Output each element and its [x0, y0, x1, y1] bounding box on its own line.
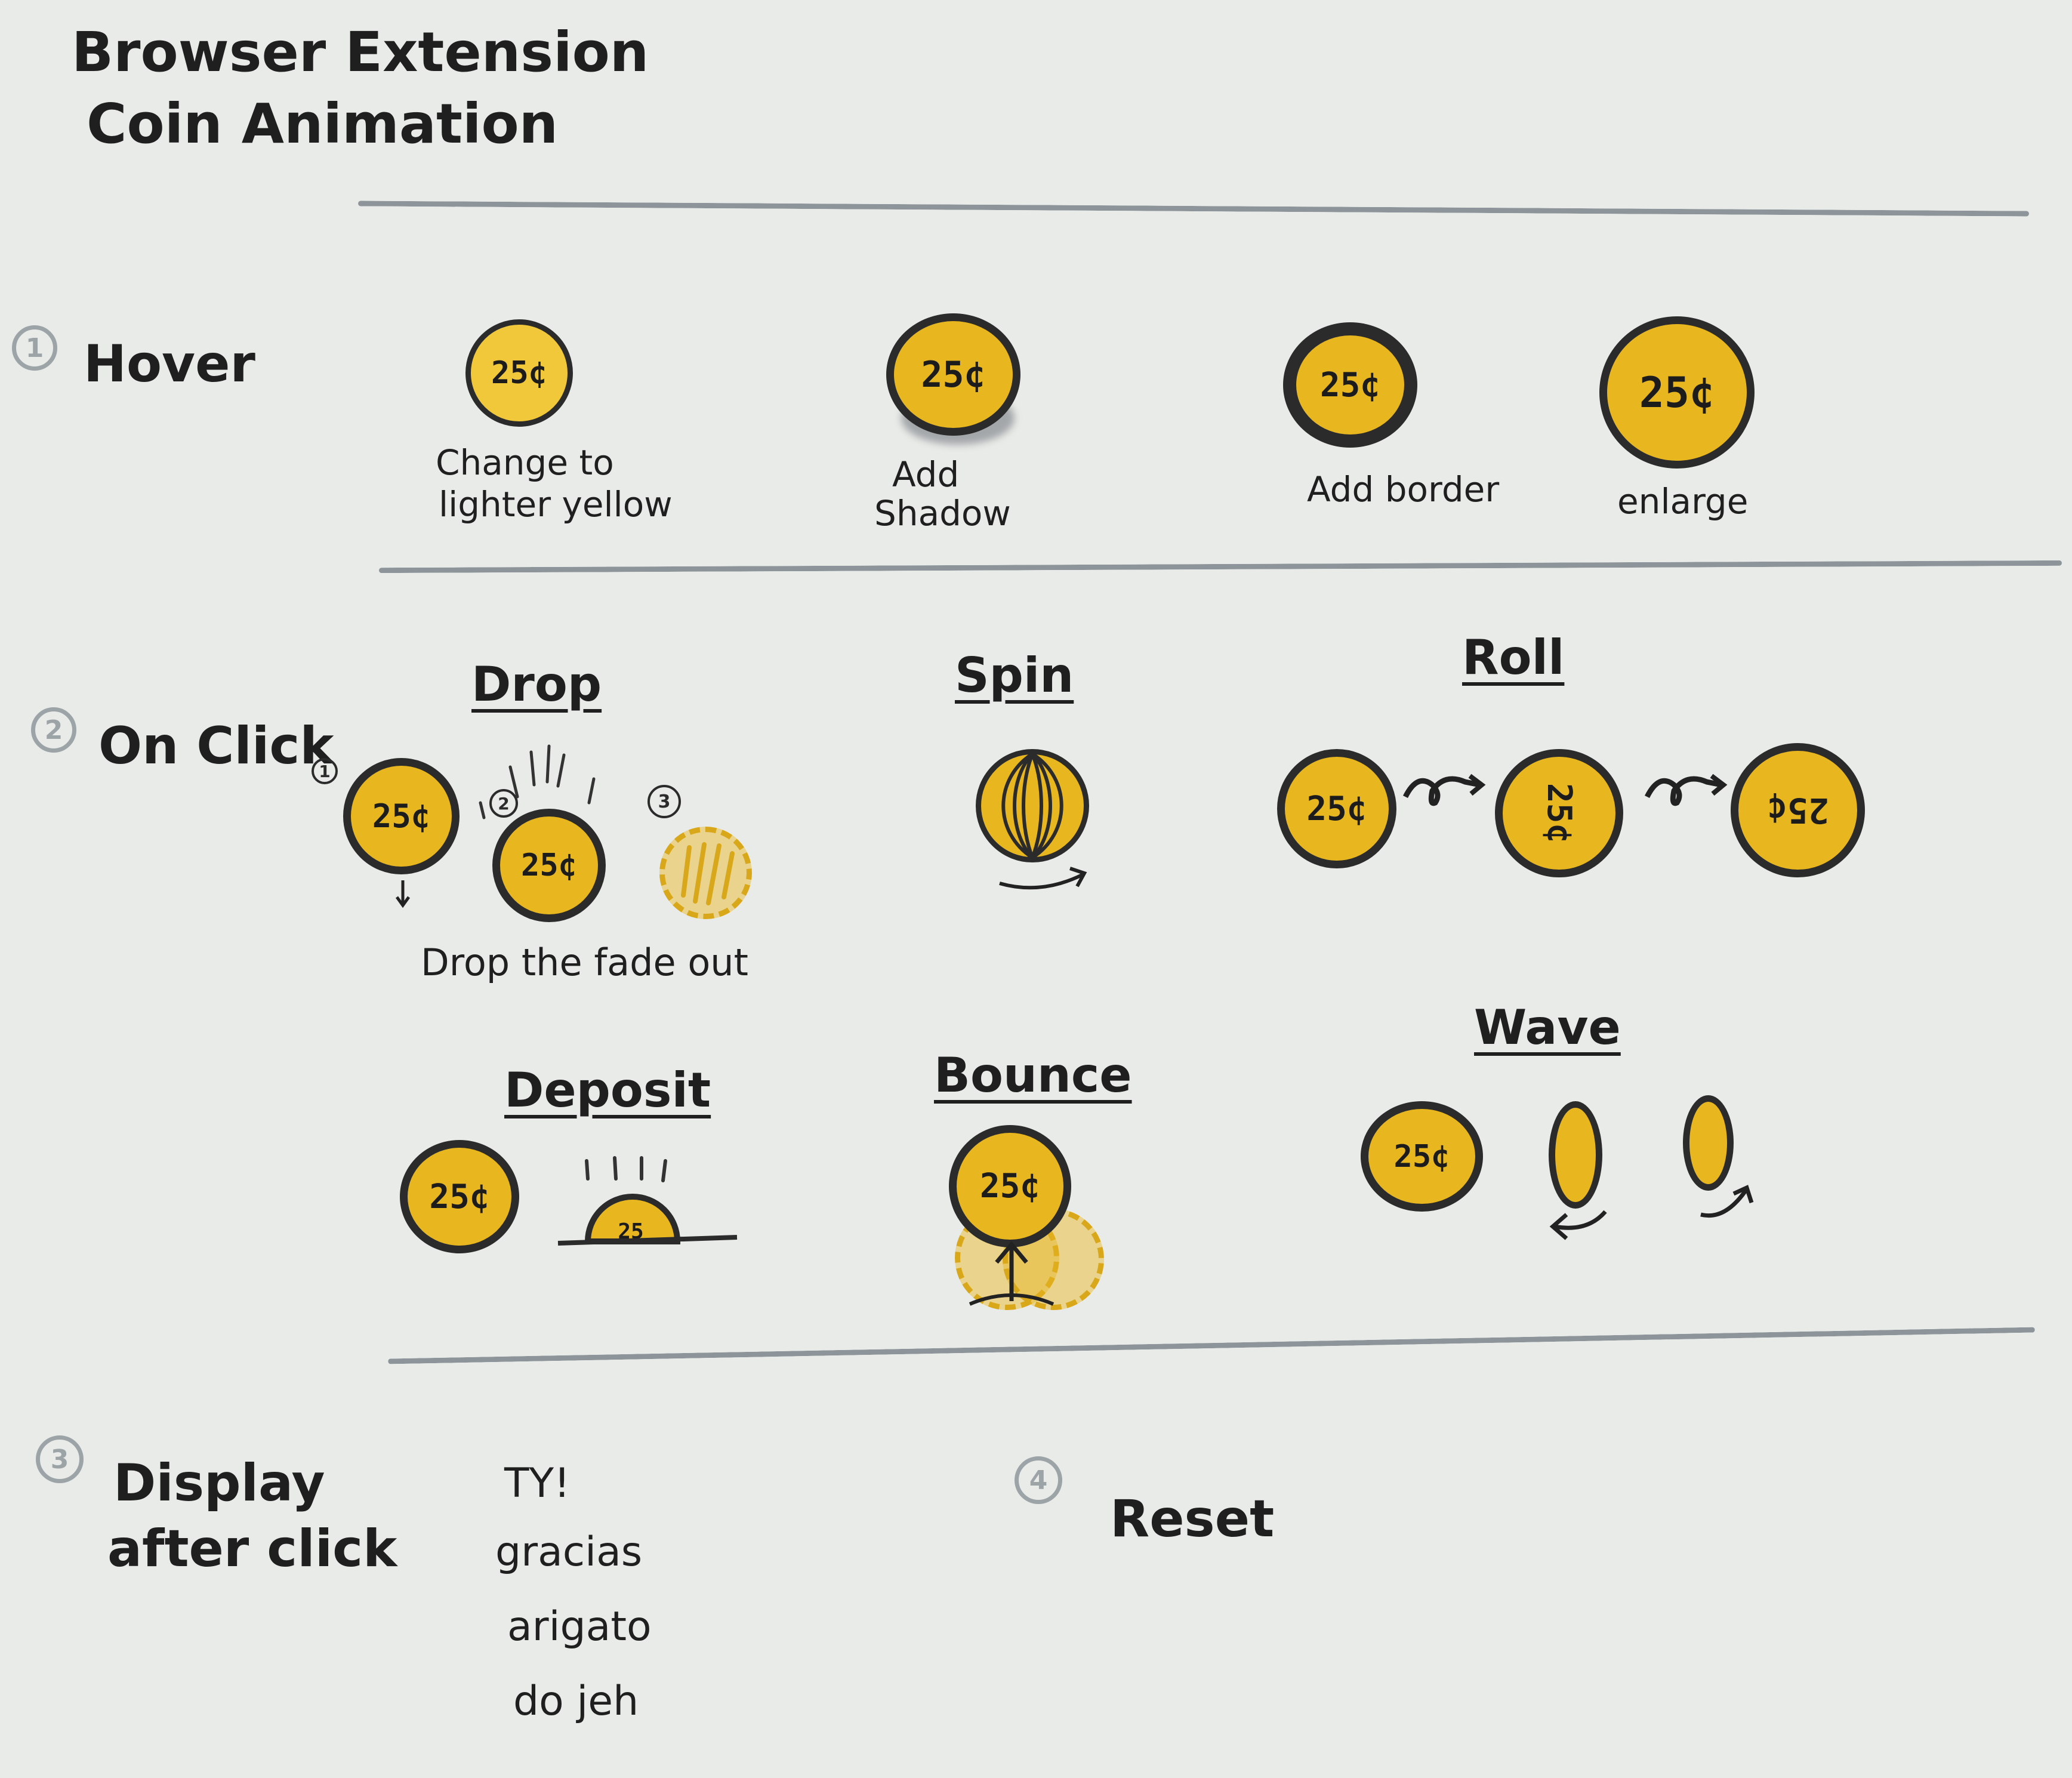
section-number-2: 2 — [31, 707, 76, 753]
coin-lighter-yellow[interactable]: 25¢ — [465, 319, 573, 427]
coin-with-border[interactable]: 25¢ — [1283, 322, 1417, 448]
bounce-title: Bounce — [934, 1047, 1132, 1103]
roll-coin-2: 25¢ — [1495, 749, 1623, 877]
deposit-slot-icon: 25 — [557, 1156, 738, 1246]
reset-label[interactable]: Reset — [1110, 1489, 1275, 1549]
spin-coin — [976, 749, 1089, 862]
wave-coin-3 — [1683, 1095, 1734, 1191]
bounce-coin: 25¢ — [949, 1125, 1071, 1247]
drop-down-arrow-icon — [395, 880, 411, 908]
spin-stripes-icon — [1001, 752, 1063, 859]
impact-lines-icon — [479, 744, 596, 819]
wave-arrow-right-icon — [1700, 1185, 1754, 1218]
deposit-title: Deposit — [504, 1062, 711, 1118]
on-click-label: On Click — [98, 716, 334, 776]
divider-top — [357, 201, 2030, 217]
drop-coin-2: 25¢ — [492, 809, 606, 922]
message-3: arigato — [507, 1603, 652, 1650]
fade-hatch-icon — [681, 842, 735, 905]
hover-caption-2b: Shadow — [874, 493, 1011, 534]
section-number-1: 1 — [12, 325, 57, 371]
drop-coin-faded — [659, 827, 752, 919]
message-2: gracias — [495, 1529, 643, 1576]
hover-caption-1a: Change to — [436, 442, 614, 483]
drop-step-3: 3 — [648, 785, 681, 818]
section-number-3: 3 — [36, 1435, 84, 1483]
spin-title: Spin — [955, 648, 1074, 703]
wave-arrow-left-icon — [1549, 1210, 1607, 1240]
drop-title: Drop — [471, 657, 602, 712]
wave-title: Wave — [1474, 1000, 1621, 1055]
roll-arrow-1-icon — [1402, 774, 1486, 806]
hover-caption-1b: lighter yellow — [439, 484, 673, 525]
title-line-1: Browser Extension — [72, 20, 649, 84]
display-after-click-label-1: Display — [113, 1453, 325, 1513]
roll-coin-2-label: 25¢ — [1540, 782, 1578, 844]
roll-coin-1: 25¢ — [1277, 749, 1396, 868]
hover-caption-4: enlarge — [1617, 481, 1749, 522]
drop-coin-1: 25¢ — [343, 758, 460, 874]
roll-arrow-2-icon — [1644, 774, 1728, 806]
drop-step-2: 2 — [489, 789, 518, 818]
hover-label: Hover — [84, 334, 255, 394]
roll-title: Roll — [1462, 630, 1565, 685]
coin-with-shadow[interactable]: 25¢ — [886, 313, 1020, 436]
roll-coin-3-label: 25¢ — [1766, 790, 1829, 831]
coin-enlarged[interactable]: 25¢ — [1599, 316, 1755, 469]
wave-coin-2 — [1549, 1101, 1602, 1209]
message-4: do jeh — [513, 1678, 639, 1725]
spin-arrow-icon — [999, 867, 1087, 890]
message-1: TY! — [504, 1460, 571, 1507]
divider-bottom — [388, 1327, 2035, 1364]
hover-caption-3: Add border — [1307, 469, 1500, 510]
drop-step-1: 1 — [312, 758, 338, 784]
section-number-4: 4 — [1015, 1456, 1062, 1504]
drop-note: Drop the fade out — [421, 941, 748, 984]
roll-coin-3: 25¢ — [1731, 743, 1865, 877]
title-line-2: Coin Animation — [87, 92, 559, 156]
hover-caption-2a: Add — [892, 454, 960, 495]
divider-middle — [378, 560, 2062, 574]
deposit-coin: 25¢ — [400, 1140, 519, 1253]
display-after-click-label-2: after click — [107, 1519, 397, 1579]
bounce-arrow-icon — [969, 1241, 1054, 1306]
wave-coin-1: 25¢ — [1361, 1101, 1483, 1212]
